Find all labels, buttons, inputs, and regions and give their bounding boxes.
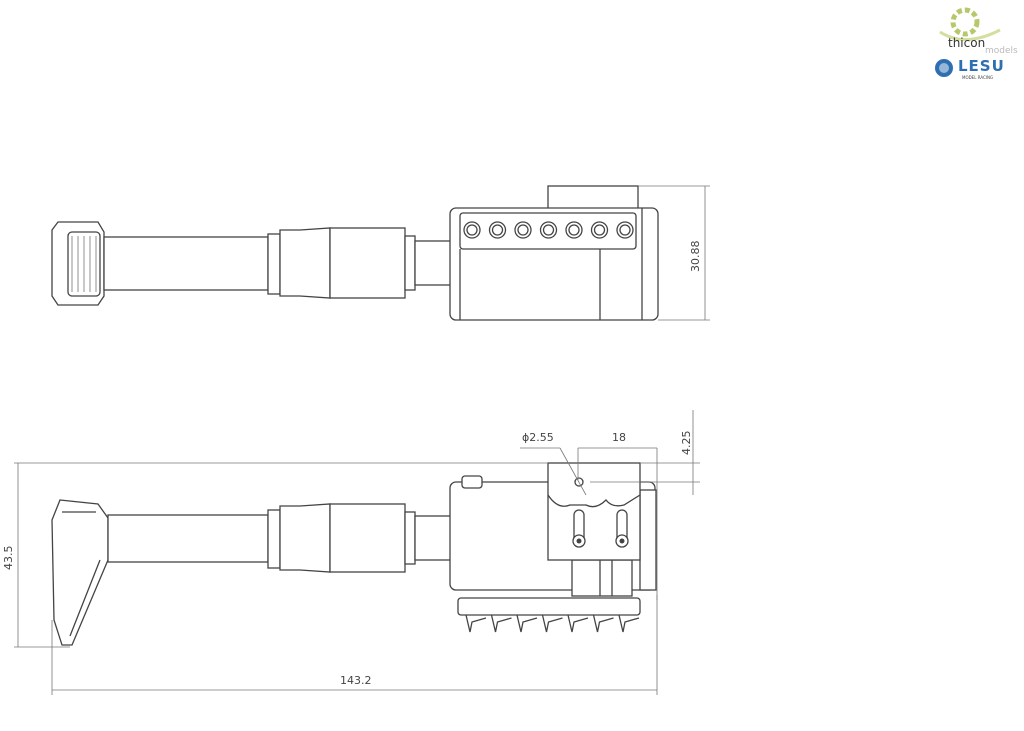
light-hole: [590, 221, 609, 239]
light-hole: [488, 221, 507, 239]
light-hole-inner: [542, 224, 555, 236]
dim-hole-offset-y: 4.25: [680, 431, 693, 456]
light-hole-inner: [466, 224, 478, 236]
light-hole-inner: [568, 224, 580, 236]
logo-lesu: LESU: [958, 57, 1005, 75]
logo-lesu-sub: MODEL RACING: [962, 75, 994, 80]
mount-tooth: [516, 614, 538, 633]
mount-tooth: [592, 614, 614, 633]
top-view: 30.88: [51, 185, 710, 321]
light-hole: [616, 221, 634, 239]
mount-tooth: [490, 614, 512, 633]
mount-tooth: [618, 614, 640, 633]
light-hole-inner: [619, 224, 631, 236]
light-hole-inner: [491, 224, 504, 236]
logo-thicon: thicon: [948, 36, 986, 50]
side-view: 43.5 143.2 18 ϕ2.55 4.25: [2, 410, 700, 695]
dim-total-length: 143.2: [340, 674, 372, 687]
light-hole: [565, 221, 583, 239]
light-hole-inner: [593, 224, 606, 236]
light-hole: [463, 221, 481, 239]
dim-hole-diameter: ϕ2.55: [522, 431, 554, 444]
logo-thicon-sub: models: [985, 46, 1018, 56]
light-hole-inner: [517, 224, 529, 236]
lesu-lion-logo: [935, 59, 953, 77]
light-hole: [539, 221, 558, 239]
dim-top-height: 30.88: [689, 241, 702, 273]
mount-tooth: [465, 614, 487, 633]
mount-tooth: [541, 614, 563, 633]
thicon-gear-logo: [939, 7, 1001, 42]
light-hole: [514, 221, 532, 239]
dim-hole-offset-x: 18: [612, 431, 626, 444]
dim-total-height: 43.5: [2, 546, 15, 571]
mount-tooth: [567, 614, 589, 633]
